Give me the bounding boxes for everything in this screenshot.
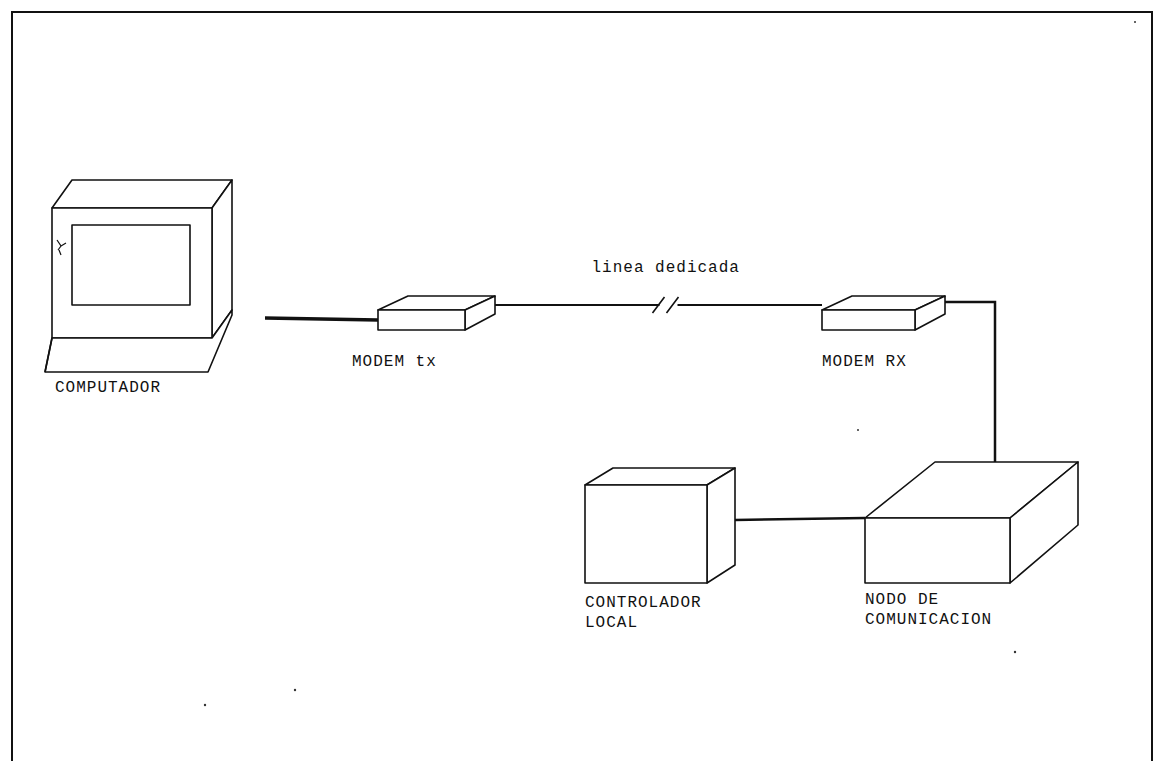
device-shape: [40, 175, 280, 405]
device-label: MODEM RX: [822, 352, 907, 372]
border: [12, 12, 1152, 761]
speck: [204, 704, 206, 706]
device-shape: [820, 290, 980, 390]
connector: [265, 318, 378, 320]
connector: [735, 518, 865, 520]
speck: [1134, 21, 1136, 23]
speck: [1014, 651, 1016, 653]
device-label: NODO DE COMUNICACION: [865, 590, 990, 630]
device-label: COMPUTADOR: [55, 378, 161, 398]
device-shape: [350, 290, 510, 390]
device-node: MODEM tx: [350, 290, 510, 390]
speck: [294, 689, 296, 691]
connector: [495, 297, 822, 313]
device-node: MODEM RX: [820, 290, 980, 390]
device-node: NODO DE COMUNICACION: [860, 455, 1090, 645]
speck: [857, 429, 859, 431]
connector: [945, 302, 995, 462]
edge-label: linea dedicada: [589, 259, 743, 277]
device-node: CONTROLADOR LOCAL: [583, 465, 753, 645]
device-node: COMPUTADOR: [40, 175, 280, 405]
device-label: MODEM tx: [352, 352, 437, 372]
device-label: CONTROLADOR LOCAL: [585, 593, 700, 633]
